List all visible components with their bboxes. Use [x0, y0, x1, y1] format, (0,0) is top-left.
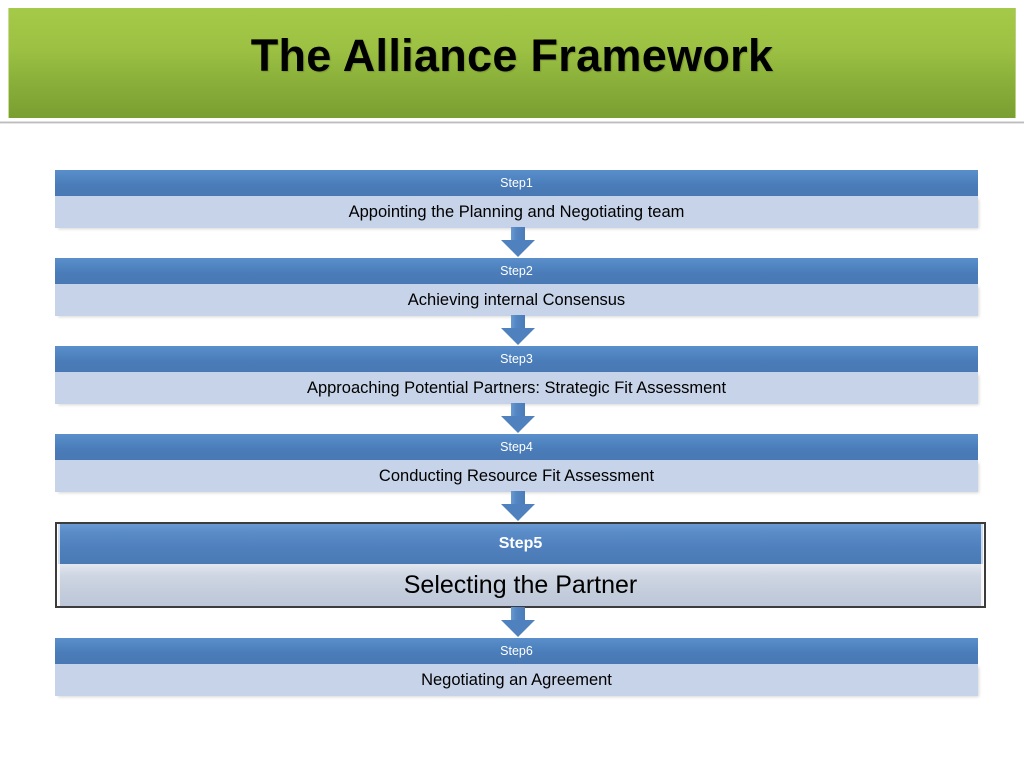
- arrow-shaft: [511, 403, 525, 417]
- down-arrow-icon: [501, 227, 535, 257]
- step-label-bar-6[interactable]: Step6: [55, 638, 978, 664]
- arrow-head: [501, 328, 535, 345]
- step-description-bar-3[interactable]: Approaching Potential Partners: Strategi…: [55, 372, 978, 404]
- arrow-shaft: [511, 607, 525, 621]
- step-description-bar-5[interactable]: Selecting the Partner: [58, 564, 983, 606]
- step-label-bar-1[interactable]: Step1: [55, 170, 978, 196]
- step-label-bar-3[interactable]: Step3: [55, 346, 978, 372]
- down-arrow-icon: [501, 403, 535, 433]
- arrow-shaft: [511, 315, 525, 329]
- arrow-head: [501, 620, 535, 637]
- step-label-bar-4[interactable]: Step4: [55, 434, 978, 460]
- arrow-head: [501, 416, 535, 433]
- arrow-shaft: [511, 227, 525, 241]
- slide-title-banner: The Alliance Framework: [8, 8, 1016, 118]
- down-arrow-icon: [501, 491, 535, 521]
- arrow-shaft: [511, 491, 525, 505]
- step-description-bar-6[interactable]: Negotiating an Agreement: [55, 664, 978, 696]
- step-label-bar-2[interactable]: Step2: [55, 258, 978, 284]
- down-arrow-icon: [501, 315, 535, 345]
- step-description-bar-4[interactable]: Conducting Resource Fit Assessment: [55, 460, 978, 492]
- arrow-head: [501, 240, 535, 257]
- down-arrow-icon: [501, 607, 535, 637]
- header-divider-rule: [0, 121, 1024, 124]
- step-label-bar-5[interactable]: Step5: [58, 524, 983, 564]
- step-description-bar-1[interactable]: Appointing the Planning and Negotiating …: [55, 196, 978, 228]
- step-description-bar-2[interactable]: Achieving internal Consensus: [55, 284, 978, 316]
- page-title: The Alliance Framework: [250, 30, 774, 81]
- arrow-head: [501, 504, 535, 521]
